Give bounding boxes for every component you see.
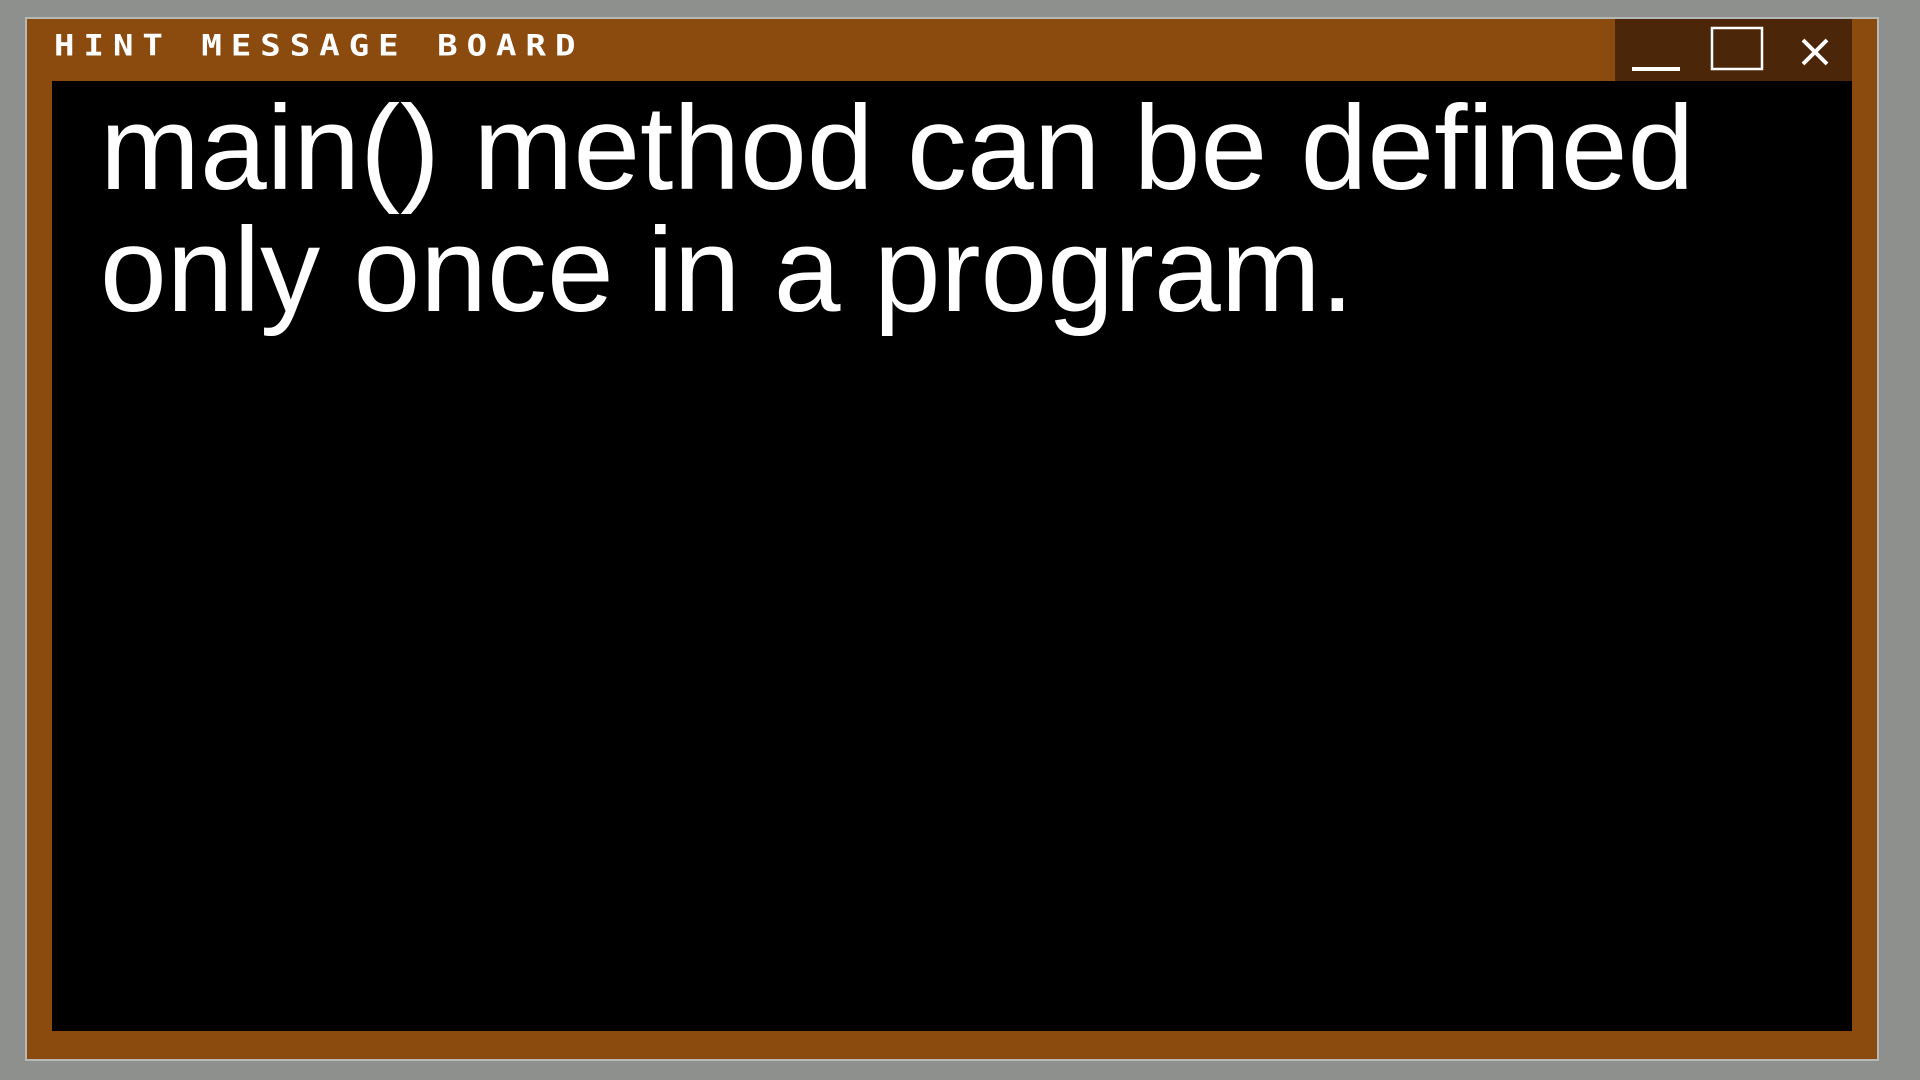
- message-board: main() method can be defined only once i…: [52, 81, 1852, 1031]
- hint-message: main() method can be defined only once i…: [100, 81, 1695, 337]
- maximize-button[interactable]: [1697, 19, 1779, 81]
- close-button[interactable]: [1779, 19, 1852, 81]
- maximize-icon: [1710, 26, 1764, 71]
- hint-window: Hint Message Board main() method can be: [27, 19, 1877, 1059]
- minimize-button[interactable]: [1615, 19, 1697, 81]
- window-title: Hint Message Board: [54, 29, 585, 63]
- minimize-icon: [1632, 67, 1680, 71]
- close-icon: [1801, 38, 1829, 66]
- title-bar[interactable]: Hint Message Board: [27, 19, 1877, 81]
- window-controls: [1615, 19, 1852, 81]
